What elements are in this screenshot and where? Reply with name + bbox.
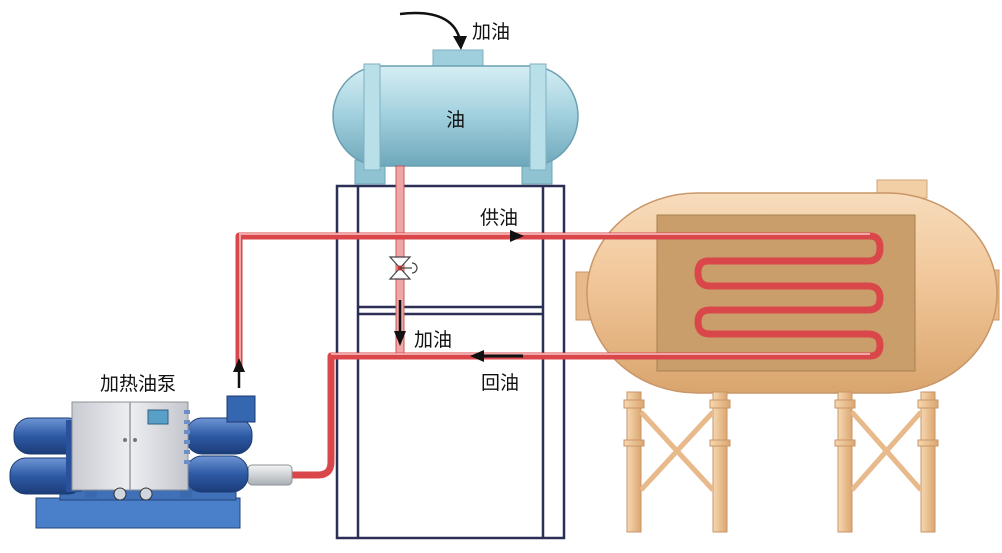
arrow-icon-return <box>470 350 523 362</box>
valve-icon <box>388 256 418 280</box>
oil-tank <box>332 49 579 185</box>
heating-coil <box>694 232 884 360</box>
pump-hose <box>247 464 293 486</box>
label-add-oil-top: 加油 <box>472 21 511 43</box>
arrow-icon-pump-out <box>233 358 245 388</box>
return-pipe <box>290 352 870 479</box>
arrow-icon-supply <box>510 230 524 242</box>
vessel-legs <box>623 391 939 533</box>
arrow-icon-add-oil-top <box>399 11 467 50</box>
label-add-oil-mid: 加油 <box>414 329 453 351</box>
tank-stand <box>335 184 566 540</box>
heating-oil-pump <box>9 395 256 529</box>
arrow-icon-add-oil-mid <box>394 300 406 346</box>
label-return-oil: 回油 <box>481 372 520 394</box>
label-heating-pump: 加热油泵 <box>100 373 177 395</box>
label-tank: 油 <box>446 109 466 131</box>
heated-vessel <box>575 179 1000 394</box>
label-supply-oil: 供油 <box>480 207 519 229</box>
vessel-leg-bracing <box>639 410 923 492</box>
